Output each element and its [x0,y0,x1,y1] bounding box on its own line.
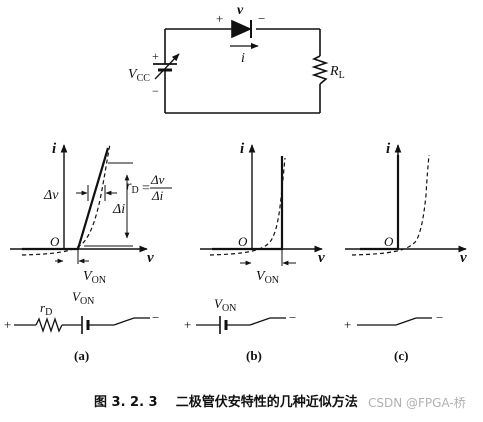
source-label: VCC [128,67,150,84]
graph-a-delta-v-label: Δv [43,188,59,203]
graph-c-labels: i v O [384,141,467,266]
load-label: RL [329,64,345,81]
graph-c-axis-x-label: v [460,250,467,266]
model-a [14,316,150,334]
graph-a-von-label: VON [83,269,106,286]
graph-a-origin-label: O [50,234,60,249]
graph-b-von-label: VON [256,269,279,286]
model-c [357,317,432,326]
model-b-minus: − [289,310,296,325]
graph-a-fraction-num: Δv [150,172,165,187]
graph-a [10,143,172,264]
model-a-von-label: VON [72,289,94,307]
diode-icon [231,19,252,39]
graph-a-rd-sub: D [131,185,138,196]
panel-label-b: (b) [246,348,262,363]
source-label-sub: CC [137,73,151,84]
model-b-labels: + − VON [184,296,296,332]
graph-a-von-sub: ON [92,275,106,286]
model-c-labels: + − [344,310,443,332]
model-a-von-sub: ON [80,296,94,307]
figure-caption: 图 3. 2. 3 二极管伏安特性的几种近似方法 [94,394,358,410]
model-a-ideal-switch-icon [113,317,135,326]
model-c-plus: + [344,317,351,332]
graph-b-axis-y-label: i [240,141,245,157]
circuit-labels: + v − i + − VCC RL [128,3,345,98]
resistor-icon [311,55,329,85]
graph-c-axis-y-label: i [386,141,391,157]
source-plus-sign: + [152,49,159,63]
diode-plus-sign: + [216,11,223,26]
graph-a-rd-label: rD [126,179,139,196]
current-label: i [241,51,245,66]
model-b-von-sub: ON [222,303,236,314]
graph-b-von-sub: ON [265,275,279,286]
graph-c-dashed-curve [351,154,430,256]
model-b [196,316,286,334]
graph-a-labels: i v O Δv Δi rD = Δv Δi VON [43,141,165,286]
graph-a-delta-i-label: Δi [112,202,125,217]
model-b-plus: + [184,317,191,332]
graph-c [345,144,467,256]
source-minus-sign: − [152,84,159,98]
panel-label-a: (a) [74,348,89,363]
watermark: CSDN @FPGA-桥 [368,396,466,410]
model-a-plus: + [4,317,11,332]
model-c-minus: − [436,310,443,325]
diode-voltage-label: v [237,3,244,18]
variable-source-arrow [154,53,180,80]
model-b-ideal-switch-icon [249,317,271,326]
graph-b [200,144,323,266]
graph-a-fraction-den: Δi [151,188,164,203]
graph-a-equals: = [142,181,150,196]
graph-c-origin-label: O [384,234,394,249]
diode-minus-sign: − [258,11,265,26]
graph-a-axis-x-label: v [147,250,154,266]
graph-b-axis-x-label: v [318,250,325,266]
model-c-ideal-switch-icon [395,317,417,326]
model-a-rd-sub: D [45,307,52,318]
model-a-labels: + − rD VON [4,289,159,332]
load-label-sub: L [339,70,345,81]
model-a-rd-label: rD [40,300,52,318]
graph-a-axis-y-label: i [52,141,57,157]
graph-b-origin-label: O [238,234,248,249]
graph-b-dashed-curve [209,157,286,256]
resistor-icon [35,316,63,334]
model-a-minus: − [152,310,159,325]
circuit-diagram [153,19,329,114]
graph-a-piecewise-line [22,147,110,251]
panel-label-c: (c) [394,348,408,363]
graph-c-piecewise-line [360,155,400,251]
graph-a-dashed-curve [21,143,111,256]
model-b-von-label: VON [214,296,236,314]
graph-b-labels: i v O VON [238,141,325,286]
